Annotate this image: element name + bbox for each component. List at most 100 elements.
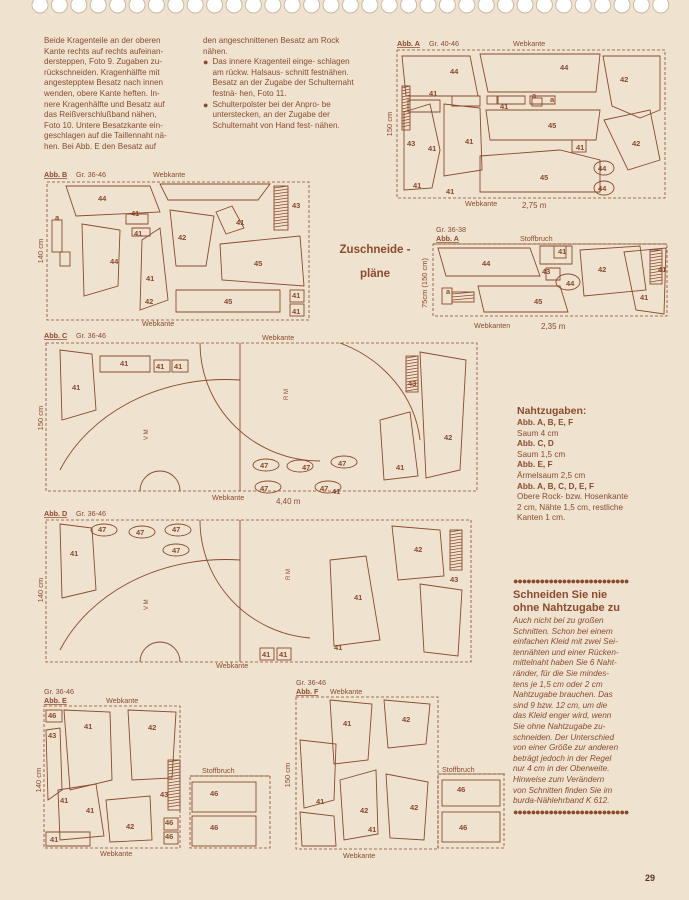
seam-allowance-text: Kanten 1 cm. — [517, 513, 566, 523]
tip-body-line: von Schnitten finden Sie im — [513, 785, 613, 795]
pattern-piece — [529, 95, 556, 105]
pattern-piece — [593, 180, 615, 196]
pattern-piece — [329, 555, 381, 647]
piece-number: 42 — [360, 806, 368, 815]
piece-number: 42 — [402, 715, 410, 724]
top-edge-label: Webkante — [153, 170, 185, 179]
piece-number: 41 — [50, 835, 58, 844]
tip-body-line: mittelnaht haben Sie 6 Naht- — [513, 658, 617, 668]
piece-number: 41 — [262, 650, 270, 659]
spiral-hole — [361, 0, 379, 14]
pattern-piece — [219, 235, 305, 287]
pattern-piece — [497, 95, 526, 105]
length-label: 2,75 m — [522, 201, 547, 210]
spiral-hole — [613, 0, 631, 14]
fabric-border — [45, 342, 478, 492]
spiral-hole — [516, 0, 534, 14]
piece-number: 41 — [558, 247, 566, 256]
hatch-line — [401, 109, 411, 113]
pattern-piece — [81, 223, 121, 297]
hatch-line — [401, 94, 411, 98]
piece-number: 42 — [145, 297, 153, 306]
pattern-piece — [603, 109, 661, 171]
pattern-piece — [125, 213, 149, 225]
plan-size: Gr. 40-46 — [429, 39, 459, 48]
plan-height-label: 75cm (150 cm) — [420, 257, 429, 308]
hatch-line — [273, 221, 289, 225]
piece-number: 47 — [260, 484, 268, 493]
hatch-line — [167, 759, 181, 763]
piece-number: 47 — [172, 525, 180, 534]
hatch-line — [401, 121, 411, 125]
plan-height-label: 150 cm — [283, 763, 292, 788]
bottom-edge-label: Webkante — [100, 849, 132, 858]
plan-label: Abb. A — [436, 234, 459, 243]
center-front-label: V M — [144, 429, 150, 440]
seam-allowance-text: Saum 4 cm — [517, 428, 559, 438]
piece-number: 41 — [316, 797, 324, 806]
intro-bullet: ● Schulterpolster bei der Anpro- be unte… — [203, 99, 340, 130]
piece-number: 45 — [548, 121, 556, 130]
hatch-line — [449, 550, 463, 554]
hatch-line — [451, 291, 475, 295]
piece-number: 41 — [120, 359, 128, 368]
plan-size: Gr. 36-46 — [296, 678, 326, 687]
spiral-hole — [574, 0, 592, 14]
fabric-border — [396, 49, 666, 199]
spiral-hole — [632, 0, 650, 14]
hatch-line — [449, 547, 463, 551]
hatch-line — [405, 355, 419, 359]
intro-lead-text: den angeschnittenen Besatz am Rock nähen… — [203, 36, 340, 56]
hatch-line — [449, 556, 463, 560]
hatch-line — [401, 91, 411, 95]
piece-number: 43 — [408, 379, 416, 388]
tip-body-line: das Kleid enger wird, wenn — [513, 711, 612, 721]
hatch-line — [167, 783, 181, 787]
piece-number: 41 — [134, 229, 142, 238]
tip-body-line: Sie ohne Nahtzugabe zu- — [513, 721, 606, 731]
hatch-line — [449, 535, 463, 539]
hatch-line — [405, 379, 419, 383]
hatch-line — [167, 804, 181, 808]
piece-number: 41 — [640, 293, 648, 302]
hatch-line — [167, 780, 181, 784]
tip-body-line: Hinweise zum Verändern — [513, 774, 605, 784]
piece-number: 41 — [156, 362, 164, 371]
hatch-line — [405, 358, 419, 362]
hatch-line — [405, 367, 419, 371]
pattern-piece — [175, 289, 281, 313]
tip-body-line: Nahtzugabe brauchen. Das — [513, 690, 613, 700]
tip-body-line: nur 4 cm in der Oberweite. — [513, 764, 610, 774]
pattern-piece — [131, 227, 151, 237]
pattern-piece — [383, 699, 431, 749]
piece-number: 43 — [48, 731, 56, 740]
piece-number: 46 — [165, 832, 173, 841]
plan-height-label: 140 cm — [34, 768, 43, 793]
pattern-piece — [593, 160, 615, 176]
piece-number: 41 — [60, 796, 68, 805]
piece-number: 44 — [566, 279, 575, 288]
spiral-hole — [264, 0, 282, 14]
hatch-line — [167, 792, 181, 796]
plan-height-label: 150 cm — [385, 112, 394, 137]
top-edge-label: Webkante — [513, 39, 545, 48]
piece-number: 46 — [457, 785, 465, 794]
pattern-piece — [289, 303, 305, 317]
pattern-piece — [254, 480, 282, 494]
hatch-line — [167, 801, 181, 805]
piece-number: 43 — [407, 139, 415, 148]
hatch-line — [449, 562, 463, 566]
hatch-line — [401, 115, 411, 119]
piece-number: 41 — [446, 187, 454, 196]
spiral-hole — [458, 0, 476, 14]
plan-size: Gr. 36-46 — [44, 687, 74, 696]
intro-text-line: hen. Bei Abb. E den Besatz auf — [44, 141, 157, 151]
pattern-piece — [531, 97, 543, 107]
hatch-line — [649, 252, 663, 256]
pattern-piece — [191, 781, 257, 813]
plan-label: Abb. A — [397, 39, 420, 48]
